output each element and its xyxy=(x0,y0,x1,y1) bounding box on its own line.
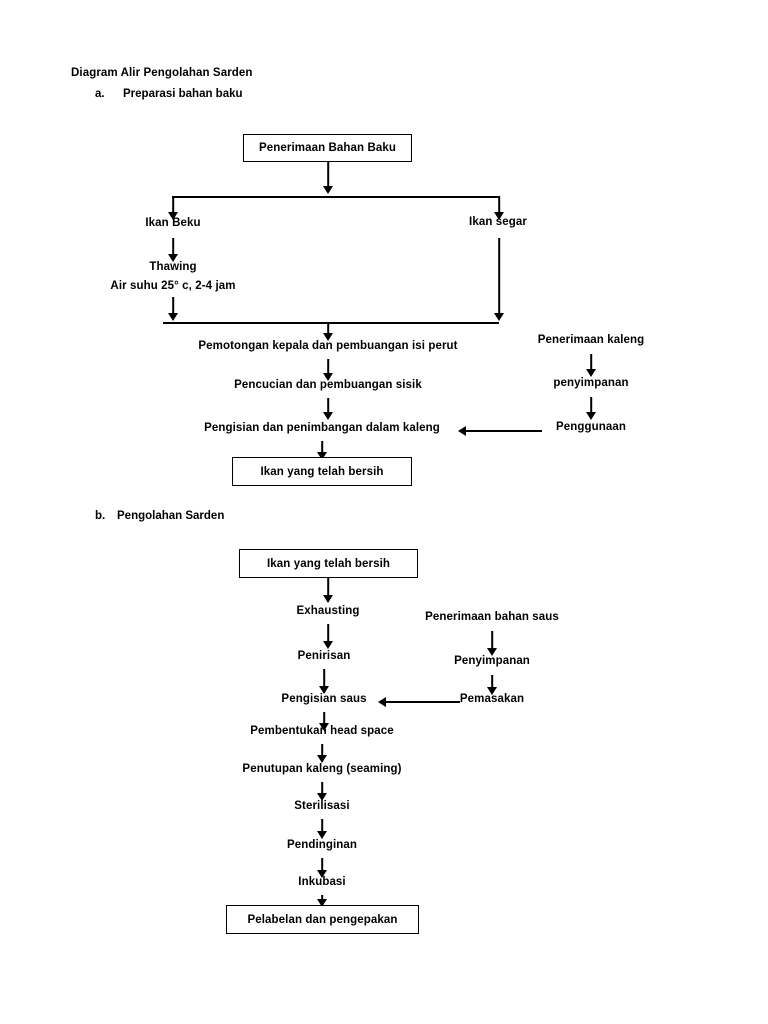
section-label-b: Pengolahan Sarden xyxy=(117,510,225,522)
arrowhead-split-left xyxy=(168,212,178,220)
node-pendinginan: Pendinginan xyxy=(286,839,358,851)
arrowhead-kaleng-penyimpanan xyxy=(586,369,596,377)
section-marker-a: a. xyxy=(95,88,105,100)
connector-ikanbeku-thawing xyxy=(172,238,174,256)
connector-a3-endbox xyxy=(321,441,323,458)
node-penyimpanan-kaleng: penyimpanan xyxy=(553,377,629,389)
connector-kaleng-penyimpanan xyxy=(590,354,592,372)
connector-a1-a2 xyxy=(327,359,329,376)
node-pemasakan: Pemasakan xyxy=(459,693,525,705)
arrowhead-b3-b4 xyxy=(319,723,329,731)
connector-b-start-stem xyxy=(327,578,329,598)
connector-b6-b7 xyxy=(321,819,323,837)
connector-b2-b3 xyxy=(323,669,325,689)
node-pengisian-saus: Pengisian saus xyxy=(281,693,367,705)
arrowhead-b6-b7 xyxy=(317,831,327,839)
node-pengisian-penimbangan: Pengisian dan penimbangan dalam kaleng xyxy=(204,422,440,434)
arrowhead-left-to-merge xyxy=(168,313,178,321)
arrowhead-b8-endbox xyxy=(317,899,327,907)
connector-b1-b2 xyxy=(327,624,329,644)
node-inkubasi: Inkubasi xyxy=(298,876,346,888)
connector-a2-a3 xyxy=(327,398,329,415)
connector-b4-b5 xyxy=(321,744,323,761)
node-ikan-telah-bersih-b: Ikan yang telah bersih xyxy=(239,549,418,578)
node-penggunaan: Penggunaan xyxy=(555,421,627,433)
node-penerimaan-bahan-saus: Penerimaan bahan saus xyxy=(425,611,559,623)
arrowhead-pemasakan-to-pengisian-saus xyxy=(378,697,386,707)
connector-left-to-merge xyxy=(172,297,174,315)
connector-penyimpanan-penggunaan xyxy=(590,397,592,417)
node-pelabelan-pengepakan: Pelabelan dan pengepakan xyxy=(226,905,419,934)
node-penutupan-kaleng: Penutupan kaleng (seaming) xyxy=(242,763,402,775)
connector-right-to-merge xyxy=(498,238,500,315)
section-marker-b: b. xyxy=(95,510,106,522)
connector-b7-b8 xyxy=(321,858,323,876)
arrowhead-ikanbeku-thawing xyxy=(168,254,178,262)
connector-penggunaan-to-pengisian xyxy=(466,430,542,432)
arrowhead-b1-b2 xyxy=(323,641,333,649)
arrowhead-start-stem xyxy=(323,186,333,194)
arrowhead-b-start-stem xyxy=(323,595,333,603)
connector-merge-bar xyxy=(163,322,499,324)
node-pembentukan-head-space: Pembentukan head space xyxy=(250,725,394,737)
node-ikan-segar: Ikan segar xyxy=(469,216,527,228)
arrowhead-split-right xyxy=(494,212,504,220)
node-penirisan: Penirisan xyxy=(297,650,351,662)
node-penerimaan-kaleng: Penerimaan kaleng xyxy=(537,334,645,346)
arrowhead-b4-b5 xyxy=(317,755,327,763)
page-title: Diagram Alir Pengolahan Sarden xyxy=(71,67,253,79)
connector-split-left xyxy=(172,196,174,216)
arrowhead-right-to-merge xyxy=(494,313,504,321)
arrowhead-penggunaan-to-pengisian xyxy=(458,426,466,436)
arrowhead-penyimpanan-penggunaan xyxy=(586,412,596,420)
node-pemotongan-kepala: Pemotongan kepala dan pembuangan isi per… xyxy=(198,340,458,352)
section-heading-a: a. Preparasi bahan baku xyxy=(95,88,243,100)
node-pencucian-sisik: Pencucian dan pembuangan sisik xyxy=(234,379,422,391)
node-ikan-telah-bersih-a: Ikan yang telah bersih xyxy=(232,457,412,486)
section-label-a: Preparasi bahan baku xyxy=(123,88,243,100)
arrowhead-a1-a2 xyxy=(323,373,333,381)
connector-pemasakan-to-pengisian-saus xyxy=(386,701,460,703)
connector-merge-stem xyxy=(327,322,329,336)
connector-split-bar xyxy=(172,196,500,198)
connector-b5-b6 xyxy=(321,782,323,799)
arrowhead-a3-endbox xyxy=(317,452,327,460)
arrowhead-merge-stem xyxy=(323,333,333,341)
node-ikan-beku: Ikan Beku xyxy=(145,217,201,229)
arrowhead-saus1-saus2 xyxy=(487,648,497,656)
connector-saus2-saus3 xyxy=(491,675,493,693)
arrowhead-a2-a3 xyxy=(323,412,333,420)
arrowhead-b7-b8 xyxy=(317,870,327,878)
node-penerimaan-bahan-baku: Penerimaan Bahan Baku xyxy=(243,134,412,162)
arrowhead-b2-b3 xyxy=(319,686,329,694)
section-heading-b: b. Pengolahan Sarden xyxy=(95,510,224,522)
node-penyimpanan-saus: Penyimpanan xyxy=(454,655,530,667)
node-thawing: Thawing xyxy=(149,261,197,273)
connector-start-stem xyxy=(327,162,329,188)
arrowhead-b5-b6 xyxy=(317,793,327,801)
node-exhausting: Exhausting xyxy=(296,605,360,617)
node-air-suhu: Air suhu 25° c, 2-4 jam xyxy=(110,280,236,292)
connector-split-right xyxy=(498,196,500,216)
node-sterilisasi: Sterilisasi xyxy=(294,800,350,812)
connector-saus1-saus2 xyxy=(491,631,493,651)
arrowhead-saus2-saus3 xyxy=(487,687,497,695)
connector-b3-b4 xyxy=(323,712,325,729)
